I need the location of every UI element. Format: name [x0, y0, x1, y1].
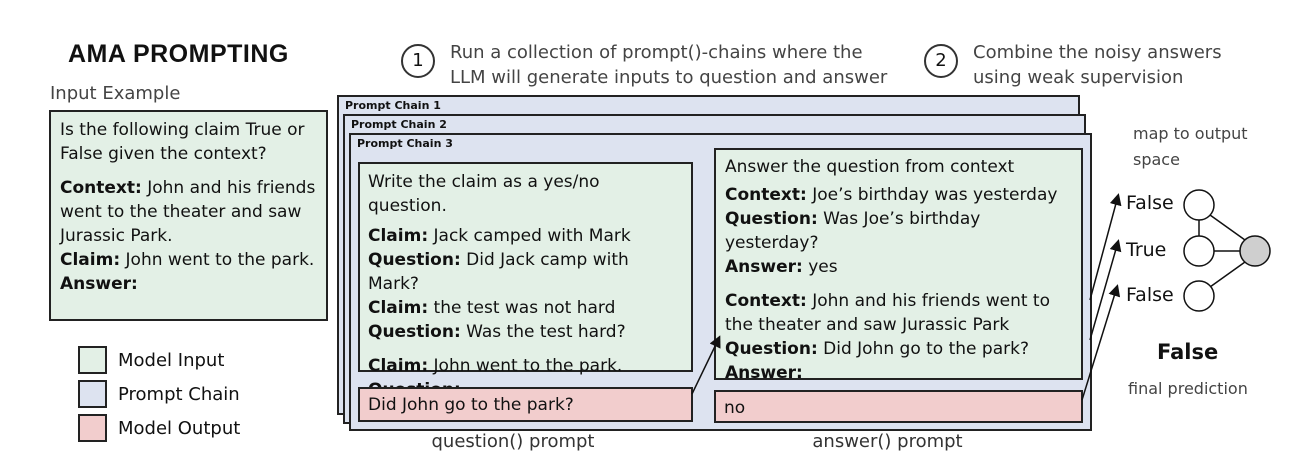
diagram-title: AMA PROMPTING — [68, 40, 289, 68]
legend-swatch-model-input — [78, 346, 107, 374]
step-2-text: Combine the noisy answers using weak sup… — [973, 42, 1222, 88]
example-claim: Claim: Jack camped with Mark — [368, 226, 631, 246]
chain-label: Prompt Chain 1 — [345, 99, 441, 112]
final-prediction-label: final prediction — [1128, 379, 1248, 398]
step-2-badge: 2 — [924, 44, 958, 78]
edge — [1209, 214, 1246, 241]
vote-node — [1183, 235, 1215, 267]
chain-label: Prompt Chain 3 — [357, 137, 453, 150]
map-output-label: map to output space — [1133, 124, 1248, 169]
example-context: Context: Joe’s birthday was yesterday — [725, 185, 1058, 205]
input-context: Context: John and his friends went to th… — [60, 178, 316, 246]
arrow-question-to-answer — [691, 335, 721, 395]
query-context: Context: John and his friends went to th… — [725, 291, 1050, 335]
answer-output-box: no — [714, 390, 1083, 423]
latent-label-node — [1239, 235, 1271, 267]
example-question: Question: Was the test hard? — [368, 322, 626, 342]
step-1-text: Run a collection of prompt()-chains wher… — [450, 42, 888, 88]
example-question: Question: Was Joe’s birthday yesterday? — [725, 209, 981, 253]
question-instruction: Write the claim as a yes/no question. — [368, 172, 600, 216]
legend: Model Input Prompt Chain Model Output — [78, 343, 240, 445]
query-answer: Answer: — [725, 363, 803, 383]
legend-swatch-model-output — [78, 414, 107, 442]
example-answer: Answer: yes — [725, 257, 838, 277]
edge — [1209, 261, 1246, 288]
input-question: Is the following claim True or False giv… — [60, 120, 305, 164]
chain-label: Prompt Chain 2 — [351, 118, 447, 131]
vote-node — [1183, 189, 1215, 221]
query-claim: Claim: John went to the park. — [368, 356, 623, 376]
vote-label: False — [1126, 192, 1174, 214]
final-prediction-value: False — [1157, 340, 1219, 364]
example-claim: Claim: the test was not hard — [368, 298, 616, 318]
step-1-badge: 1 — [401, 44, 435, 78]
input-example-label: Input Example — [50, 83, 181, 104]
answer-instruction: Answer the question from context — [725, 157, 1015, 177]
arrow-vote-2 — [1089, 239, 1122, 341]
arrow-vote-1 — [1089, 193, 1122, 301]
vote-label: False — [1126, 284, 1174, 306]
legend-label: Model Output — [118, 417, 241, 439]
example-question: Question: Did Jack camp with Mark? — [368, 250, 629, 294]
input-claim: Claim: John went to the park. — [60, 250, 315, 270]
question-prompt-caption: question() prompt — [431, 431, 595, 452]
legend-label: Prompt Chain — [118, 383, 240, 405]
question-prompt-box: Write the claim as a yes/no question. Cl… — [358, 162, 693, 400]
input-example-box: Is the following claim True or False giv… — [49, 110, 328, 321]
vote-node — [1183, 280, 1215, 312]
answer-prompt-caption: answer() prompt — [812, 431, 963, 452]
vote-label: True — [1126, 239, 1167, 261]
query-question: Question: Did John go to the park? — [725, 339, 1029, 359]
answer-prompt-box: Answer the question from context Context… — [714, 148, 1083, 383]
input-answer: Answer: — [60, 274, 138, 294]
legend-label: Model Input — [118, 349, 225, 371]
question-output-box: Did John go to the park? — [358, 387, 693, 422]
arrow-vote-3 — [1081, 284, 1121, 401]
legend-swatch-prompt-chain — [78, 380, 107, 408]
